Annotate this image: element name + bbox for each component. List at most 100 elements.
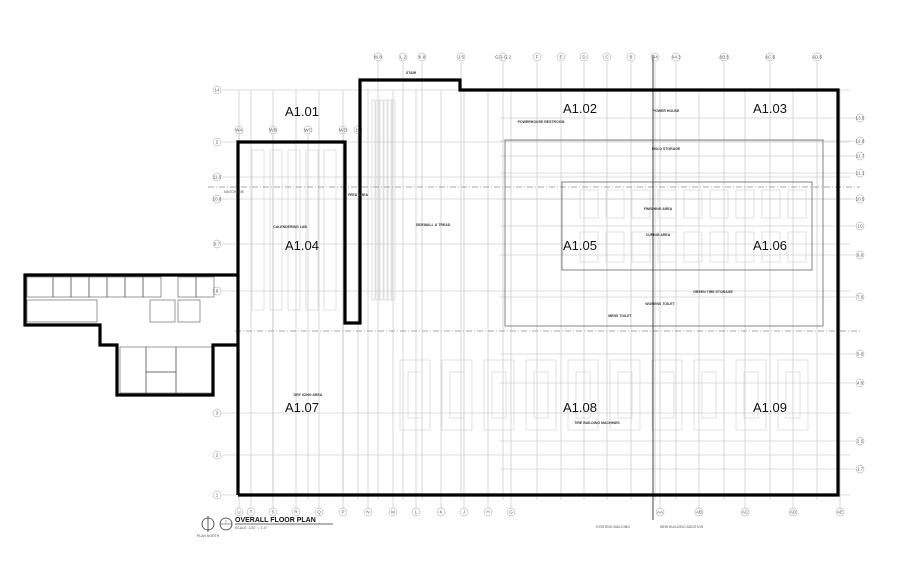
grid-label-bottom-bubble (506, 507, 516, 517)
grid-label-left-bubble (212, 490, 222, 500)
grid-label-right: 2.5 (857, 439, 864, 444)
grid-label-bottom: AD (790, 510, 797, 515)
machine-outline (761, 231, 781, 263)
grid-label-right: 11.7 (856, 154, 865, 159)
grid-label-bottom-bubble (459, 507, 469, 517)
grid-label-right: 4.8 (857, 381, 864, 386)
area-labels: A1.01 A1.02 A1.03 A1.04 A1.05 A1.06 A1.0… (285, 101, 787, 415)
machine-outline (525, 359, 557, 431)
conveyor-outline (371, 99, 376, 301)
grid-label-top-bubble (579, 52, 589, 62)
machine-outline (605, 231, 625, 263)
grid-label-right: 11.1 (856, 171, 865, 176)
grid-label-right: 10 (857, 224, 863, 229)
grid-label-bottom-bubble (234, 507, 244, 517)
room-tag: FINISHING AREA (644, 207, 673, 211)
area-label: A1.08 (563, 400, 597, 415)
drawing-scale: SCALE: 1/32" = 1'-0" (235, 526, 268, 530)
equipment-linework (251, 99, 809, 431)
grid-label-top: F (536, 55, 539, 60)
machine-outline (683, 231, 703, 263)
grid-label-bottom-bubble (835, 507, 845, 517)
office-wing (26, 276, 215, 394)
grid-label-top: J.5 (458, 55, 465, 60)
machine-outline (735, 231, 755, 263)
grid-label-bottom-bubble (411, 507, 421, 517)
grid-label-bottom: T (250, 510, 253, 515)
machine-outline (693, 359, 725, 431)
grid-label-top-bubble (532, 52, 542, 62)
office-room (175, 346, 213, 394)
machine-outline (269, 149, 283, 311)
grid-label-right: 1.7 (857, 467, 864, 472)
north-label: PLAN NORTH (197, 534, 220, 538)
grid-label-top-bubble (765, 52, 775, 62)
grid-label-bottom: AC (742, 510, 749, 515)
grid-label-bottom: N (366, 510, 369, 515)
grid-label-left-bubble (212, 408, 222, 418)
matchline-label: MATCHLINE (224, 190, 245, 194)
grid-label-bottom: G (509, 510, 513, 515)
room-tag: STAIR (406, 71, 417, 75)
grid-label-top: G.3-G.2 (495, 55, 512, 60)
grid-label-right: 9.6 (857, 253, 864, 258)
grid-label-right-bubble (855, 250, 865, 260)
office-room (149, 299, 176, 323)
room-tag: POWERHOUSE RESTROOM (518, 120, 565, 124)
room-labels: STAIR POWERHOUSE RESTROOM POWER HOUSE MO… (273, 71, 733, 425)
conveyor-outline (375, 99, 380, 301)
grid-label-top: D (582, 55, 586, 60)
grid-label-mid: WC (304, 128, 312, 133)
grid-label-right-bubble (855, 464, 865, 474)
grid-label-bottom-bubble (740, 507, 750, 517)
building-exterior-wall (236, 78, 840, 497)
grid-label-right-bubble (855, 151, 865, 161)
grid-label-bottom-bubble (655, 507, 665, 517)
grid-label-mid: 15 (355, 128, 361, 133)
machine-outline (567, 359, 599, 431)
grid-label-bottom: P (341, 510, 344, 515)
grid-label-top: AB.5 (719, 55, 729, 60)
grid-label-right: 7.6 (857, 295, 864, 300)
grid-label-left-bubble (212, 450, 222, 460)
office-room (119, 346, 147, 394)
machine-outline (609, 359, 641, 431)
grid-label-bottom-bubble (694, 507, 704, 517)
grid-label-top-bubble (812, 52, 822, 62)
machine-outline (491, 371, 507, 419)
grid-label-right-bubble (855, 136, 865, 146)
machine-outline (735, 189, 755, 219)
office-room (26, 276, 54, 298)
grid-label-bottom-bubble (388, 507, 398, 517)
grid-label-bottom: J (463, 510, 465, 515)
office-room (142, 276, 162, 298)
grid-label-right: 13.5 (856, 116, 865, 121)
grid-label-top-bubble (556, 52, 566, 62)
machine-outline (449, 371, 465, 419)
conveyor-outline (387, 99, 392, 301)
grid-label-top-bubble (719, 52, 729, 62)
grid-label-bottom-bubble (268, 507, 278, 517)
machine-outline (617, 371, 633, 419)
room-tag: MENS TOILET (608, 314, 632, 318)
machine-outline (785, 371, 801, 419)
grid-label-bottom-bubble (246, 507, 256, 517)
grid-label-left: 3 (216, 411, 219, 416)
existing-building-label: EXISTING BUILDING (596, 525, 630, 529)
grid-label-top: E (559, 55, 562, 60)
machine-outline (657, 189, 677, 219)
machine-outline (483, 359, 515, 431)
office-room (26, 299, 98, 323)
machine-outline (651, 359, 683, 431)
grid-label-top: B (629, 55, 632, 60)
room-tag: SIDEWALL & TREAD (416, 223, 451, 227)
area-label: A1.05 (563, 238, 597, 253)
machine-outline (579, 231, 599, 263)
machine-outline (787, 189, 807, 219)
grid-label-mid-bubble (303, 125, 313, 135)
grid-label-top-bubble (602, 52, 612, 62)
grid-label-top-bubble (398, 52, 408, 62)
grid-label-left-bubble (212, 286, 222, 296)
grid-label-top-bubble (456, 52, 466, 62)
machine-outline (407, 371, 423, 419)
